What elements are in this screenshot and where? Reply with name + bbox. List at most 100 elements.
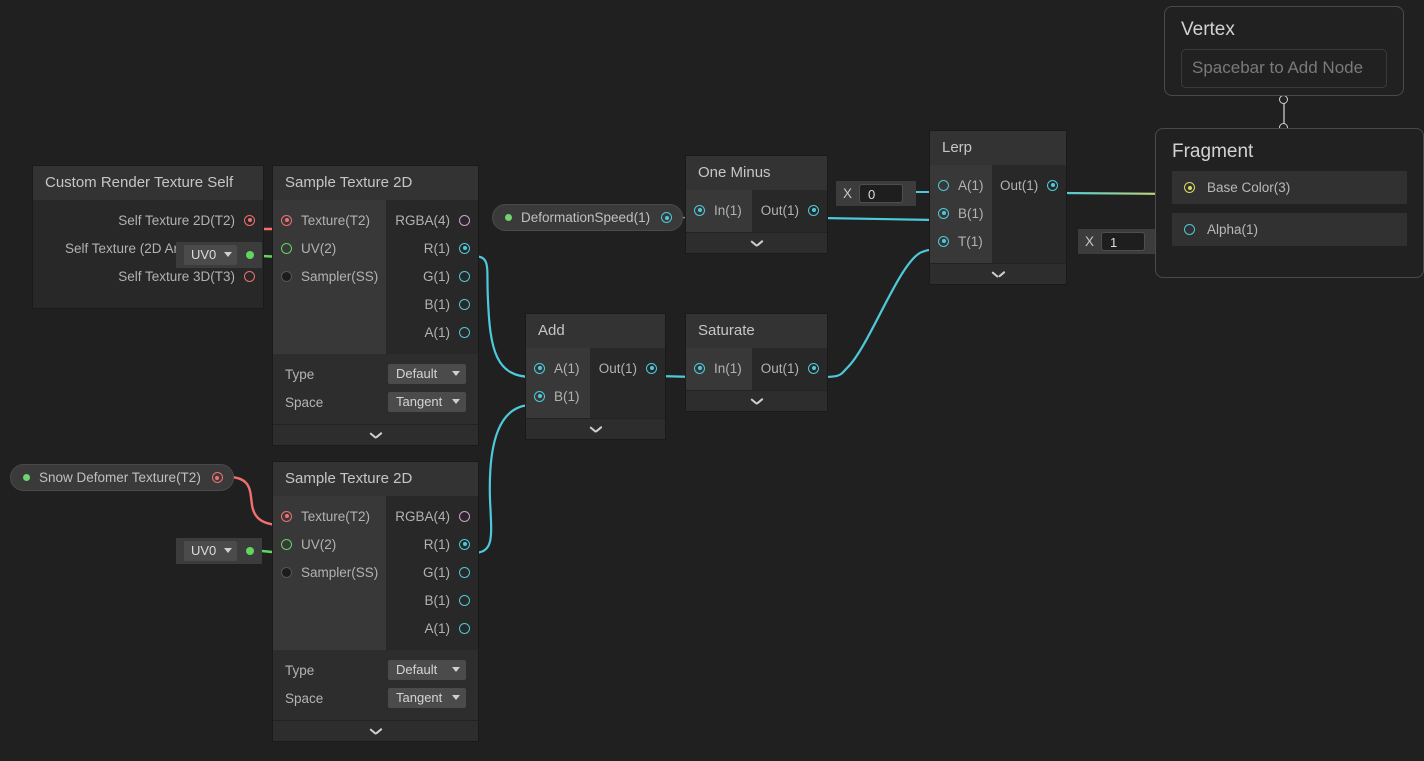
float-input[interactable]: 1 <box>1101 232 1146 251</box>
setting-type[interactable]: Type Default <box>273 360 478 388</box>
port-dot-out[interactable] <box>1047 179 1059 191</box>
port-dot-b[interactable] <box>459 298 470 310</box>
port-dot-sampler[interactable] <box>281 566 292 578</box>
port-dot-texture[interactable] <box>244 214 255 226</box>
setting-type[interactable]: Type Default <box>273 656 478 684</box>
float-widget-lerp-a[interactable]: X 0 <box>836 181 916 206</box>
type-dropdown[interactable]: Default <box>388 660 466 680</box>
port-dot-out[interactable] <box>808 362 819 374</box>
uv-dropdown-bottom[interactable]: UV0 <box>184 541 238 561</box>
port-t-in[interactable]: T(1) <box>930 227 992 255</box>
port-dot-texture[interactable] <box>281 214 292 226</box>
node-sample-texture-2d-bottom[interactable]: Sample Texture 2D Texture(T2) UV(2) Samp… <box>273 462 478 741</box>
port-dot-texture3d[interactable] <box>244 270 255 282</box>
node-collapse-toggle[interactable] <box>930 263 1066 284</box>
float-widget-alpha[interactable]: X 1 <box>1078 229 1158 254</box>
node-sample-texture-2d-top[interactable]: Sample Texture 2D Texture(T2) UV(2) Samp… <box>273 166 478 445</box>
port-dot-b[interactable] <box>459 594 470 606</box>
setting-space[interactable]: Space Tangent <box>273 388 478 416</box>
master-node-fragment[interactable]: Fragment Base Color(3) Alpha(1) <box>1155 128 1424 278</box>
type-dropdown[interactable]: Default <box>388 364 466 384</box>
port-rgba-out[interactable]: RGBA(4) <box>386 502 478 530</box>
master-slot-base-color[interactable]: Base Color(3) <box>1172 171 1407 204</box>
port-dot-b[interactable] <box>938 207 949 219</box>
port-out[interactable]: Out(1) <box>752 196 827 224</box>
port-in[interactable]: In(1) <box>686 196 752 224</box>
port-self-texture-3d[interactable]: Self Texture 3D(T3) <box>33 262 263 290</box>
node-collapse-toggle[interactable] <box>273 720 478 741</box>
property-deformation-speed[interactable]: DeformationSpeed(1) <box>492 204 684 231</box>
port-dot-r[interactable] <box>459 538 470 550</box>
port-a-in[interactable]: A(1) <box>526 354 590 382</box>
node-lerp[interactable]: Lerp A(1) B(1) T(1) Out(1) <box>930 131 1067 284</box>
port-dot-in[interactable] <box>694 362 705 374</box>
node-settings[interactable]: Type Default Space Tangent <box>273 650 478 720</box>
port-uv-in[interactable]: UV(2) <box>273 234 386 262</box>
setting-space[interactable]: Space Tangent <box>273 684 478 712</box>
port-dot-out[interactable] <box>808 204 819 216</box>
uv-output-dot[interactable] <box>246 547 255 555</box>
port-b-in[interactable]: B(1) <box>930 199 992 227</box>
port-dot-alpha[interactable] <box>1184 224 1195 235</box>
port-out[interactable]: Out(1) <box>590 354 665 382</box>
property-output-dot[interactable] <box>661 212 673 223</box>
port-dot-texture[interactable] <box>281 510 292 522</box>
uv-widget-bottom[interactable]: UV0 <box>176 538 262 564</box>
node-add[interactable]: Add A(1) B(1) Out(1) <box>526 314 665 439</box>
port-dot-base-color[interactable] <box>1184 182 1195 193</box>
node-collapse-toggle[interactable] <box>686 390 827 411</box>
port-b-out[interactable]: B(1) <box>386 586 478 614</box>
port-r-out[interactable]: R(1) <box>386 234 478 262</box>
master-node-vertex[interactable]: Vertex Spacebar to Add Node <box>1164 6 1404 96</box>
port-in[interactable]: In(1) <box>686 354 752 382</box>
uv-output-dot[interactable] <box>246 251 255 259</box>
node-saturate[interactable]: Saturate In(1) Out(1) <box>686 314 827 411</box>
node-collapse-toggle[interactable] <box>526 418 665 439</box>
port-dot-a[interactable] <box>459 326 470 338</box>
port-dot-a[interactable] <box>534 362 545 374</box>
add-node-hint[interactable]: Spacebar to Add Node <box>1181 49 1387 88</box>
port-dot-g[interactable] <box>459 270 470 282</box>
port-dot-b[interactable] <box>534 390 545 402</box>
node-settings[interactable]: Type Default Space Tangent <box>273 354 478 424</box>
port-b-in[interactable]: B(1) <box>526 382 590 410</box>
port-dot-in[interactable] <box>694 204 705 216</box>
port-texture-in[interactable]: Texture(T2) <box>273 502 386 530</box>
float-input[interactable]: 0 <box>859 184 904 203</box>
property-snow-deformer-texture[interactable]: Snow Defomer Texture(T2) <box>10 464 234 491</box>
port-dot-rgba[interactable] <box>459 214 470 226</box>
port-dot-out[interactable] <box>646 362 657 374</box>
node-custom-render-texture-self[interactable]: Custom Render Texture Self Self Texture … <box>33 166 263 308</box>
port-texture-in[interactable]: Texture(T2) <box>273 206 386 234</box>
node-collapse-toggle[interactable] <box>686 232 827 253</box>
port-dot-t[interactable] <box>938 235 949 247</box>
space-dropdown[interactable]: Tangent <box>388 688 466 708</box>
port-g-out[interactable]: G(1) <box>386 558 478 586</box>
node-collapse-toggle[interactable] <box>273 424 478 445</box>
port-rgba-out[interactable]: RGBA(4) <box>386 206 478 234</box>
master-slot-alpha[interactable]: Alpha(1) <box>1172 213 1407 246</box>
port-dot-sampler[interactable] <box>281 270 292 282</box>
port-dot-r[interactable] <box>459 242 470 254</box>
property-output-dot[interactable] <box>211 472 223 483</box>
port-sampler-in[interactable]: Sampler(SS) <box>273 558 386 586</box>
node-one-minus[interactable]: One Minus In(1) Out(1) <box>686 156 827 253</box>
port-dot-rgba[interactable] <box>459 510 470 522</box>
port-a-in[interactable]: A(1) <box>930 171 992 199</box>
space-dropdown[interactable]: Tangent <box>388 392 466 412</box>
port-sampler-in[interactable]: Sampler(SS) <box>273 262 386 290</box>
port-dot-g[interactable] <box>459 566 470 578</box>
port-dot-uv[interactable] <box>281 538 292 550</box>
port-out[interactable]: Out(1) <box>992 171 1066 199</box>
port-self-texture-2d[interactable]: Self Texture 2D(T2) <box>33 206 263 234</box>
port-a-out[interactable]: A(1) <box>386 614 478 642</box>
port-r-out[interactable]: R(1) <box>386 530 478 558</box>
port-out[interactable]: Out(1) <box>752 354 827 382</box>
uv-dropdown-top[interactable]: UV0 <box>184 245 238 265</box>
port-uv-in[interactable]: UV(2) <box>273 530 386 558</box>
port-dot-a[interactable] <box>938 179 949 191</box>
port-dot-uv[interactable] <box>281 242 292 254</box>
port-b-out[interactable]: B(1) <box>386 290 478 318</box>
port-dot-a[interactable] <box>459 622 470 634</box>
